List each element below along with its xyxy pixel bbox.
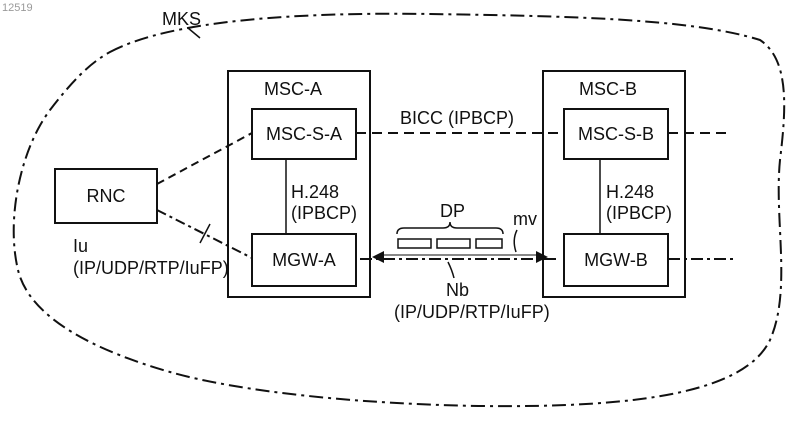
h248-a-label-2: (IPBCP) (291, 203, 357, 223)
h248-a-label-1: H.248 (291, 182, 339, 202)
msc-s-b-label: MSC-S-B (578, 124, 654, 144)
nb-label-1: Nb (446, 280, 469, 300)
dp-label: DP (440, 201, 465, 221)
rnc-msc-s-a-link (157, 133, 252, 184)
dp-packet-1 (398, 239, 431, 248)
rnc-label: RNC (87, 186, 126, 206)
iu-label-2: (IP/UDP/RTP/IuFP) (73, 258, 229, 278)
mv-leader-line (514, 230, 517, 252)
dp-packet-2 (437, 239, 470, 248)
mks-label: MKS (162, 9, 201, 29)
h248-b-label-1: H.248 (606, 182, 654, 202)
bicc-label: BICC (IPBCP) (400, 108, 514, 128)
msc-s-a-label: MSC-S-A (266, 124, 342, 144)
mgw-a-label: MGW-A (272, 250, 336, 270)
mv-label: mv (513, 209, 537, 229)
nb-leader-line (448, 262, 454, 278)
msc-b-label: MSC-B (579, 79, 637, 99)
nb-arrow-left (372, 251, 384, 263)
mgw-b-label: MGW-B (584, 250, 648, 270)
dp-bracket (397, 222, 503, 234)
nb-label-2: (IP/UDP/RTP/IuFP) (394, 302, 550, 322)
h248-b-label-2: (IPBCP) (606, 203, 672, 223)
dp-packet-3 (476, 239, 502, 248)
mks-leader-line (188, 28, 200, 38)
iu-label-1: Iu (73, 236, 88, 256)
msc-a-label: MSC-A (264, 79, 322, 99)
figure-id: 12519 (2, 2, 33, 14)
